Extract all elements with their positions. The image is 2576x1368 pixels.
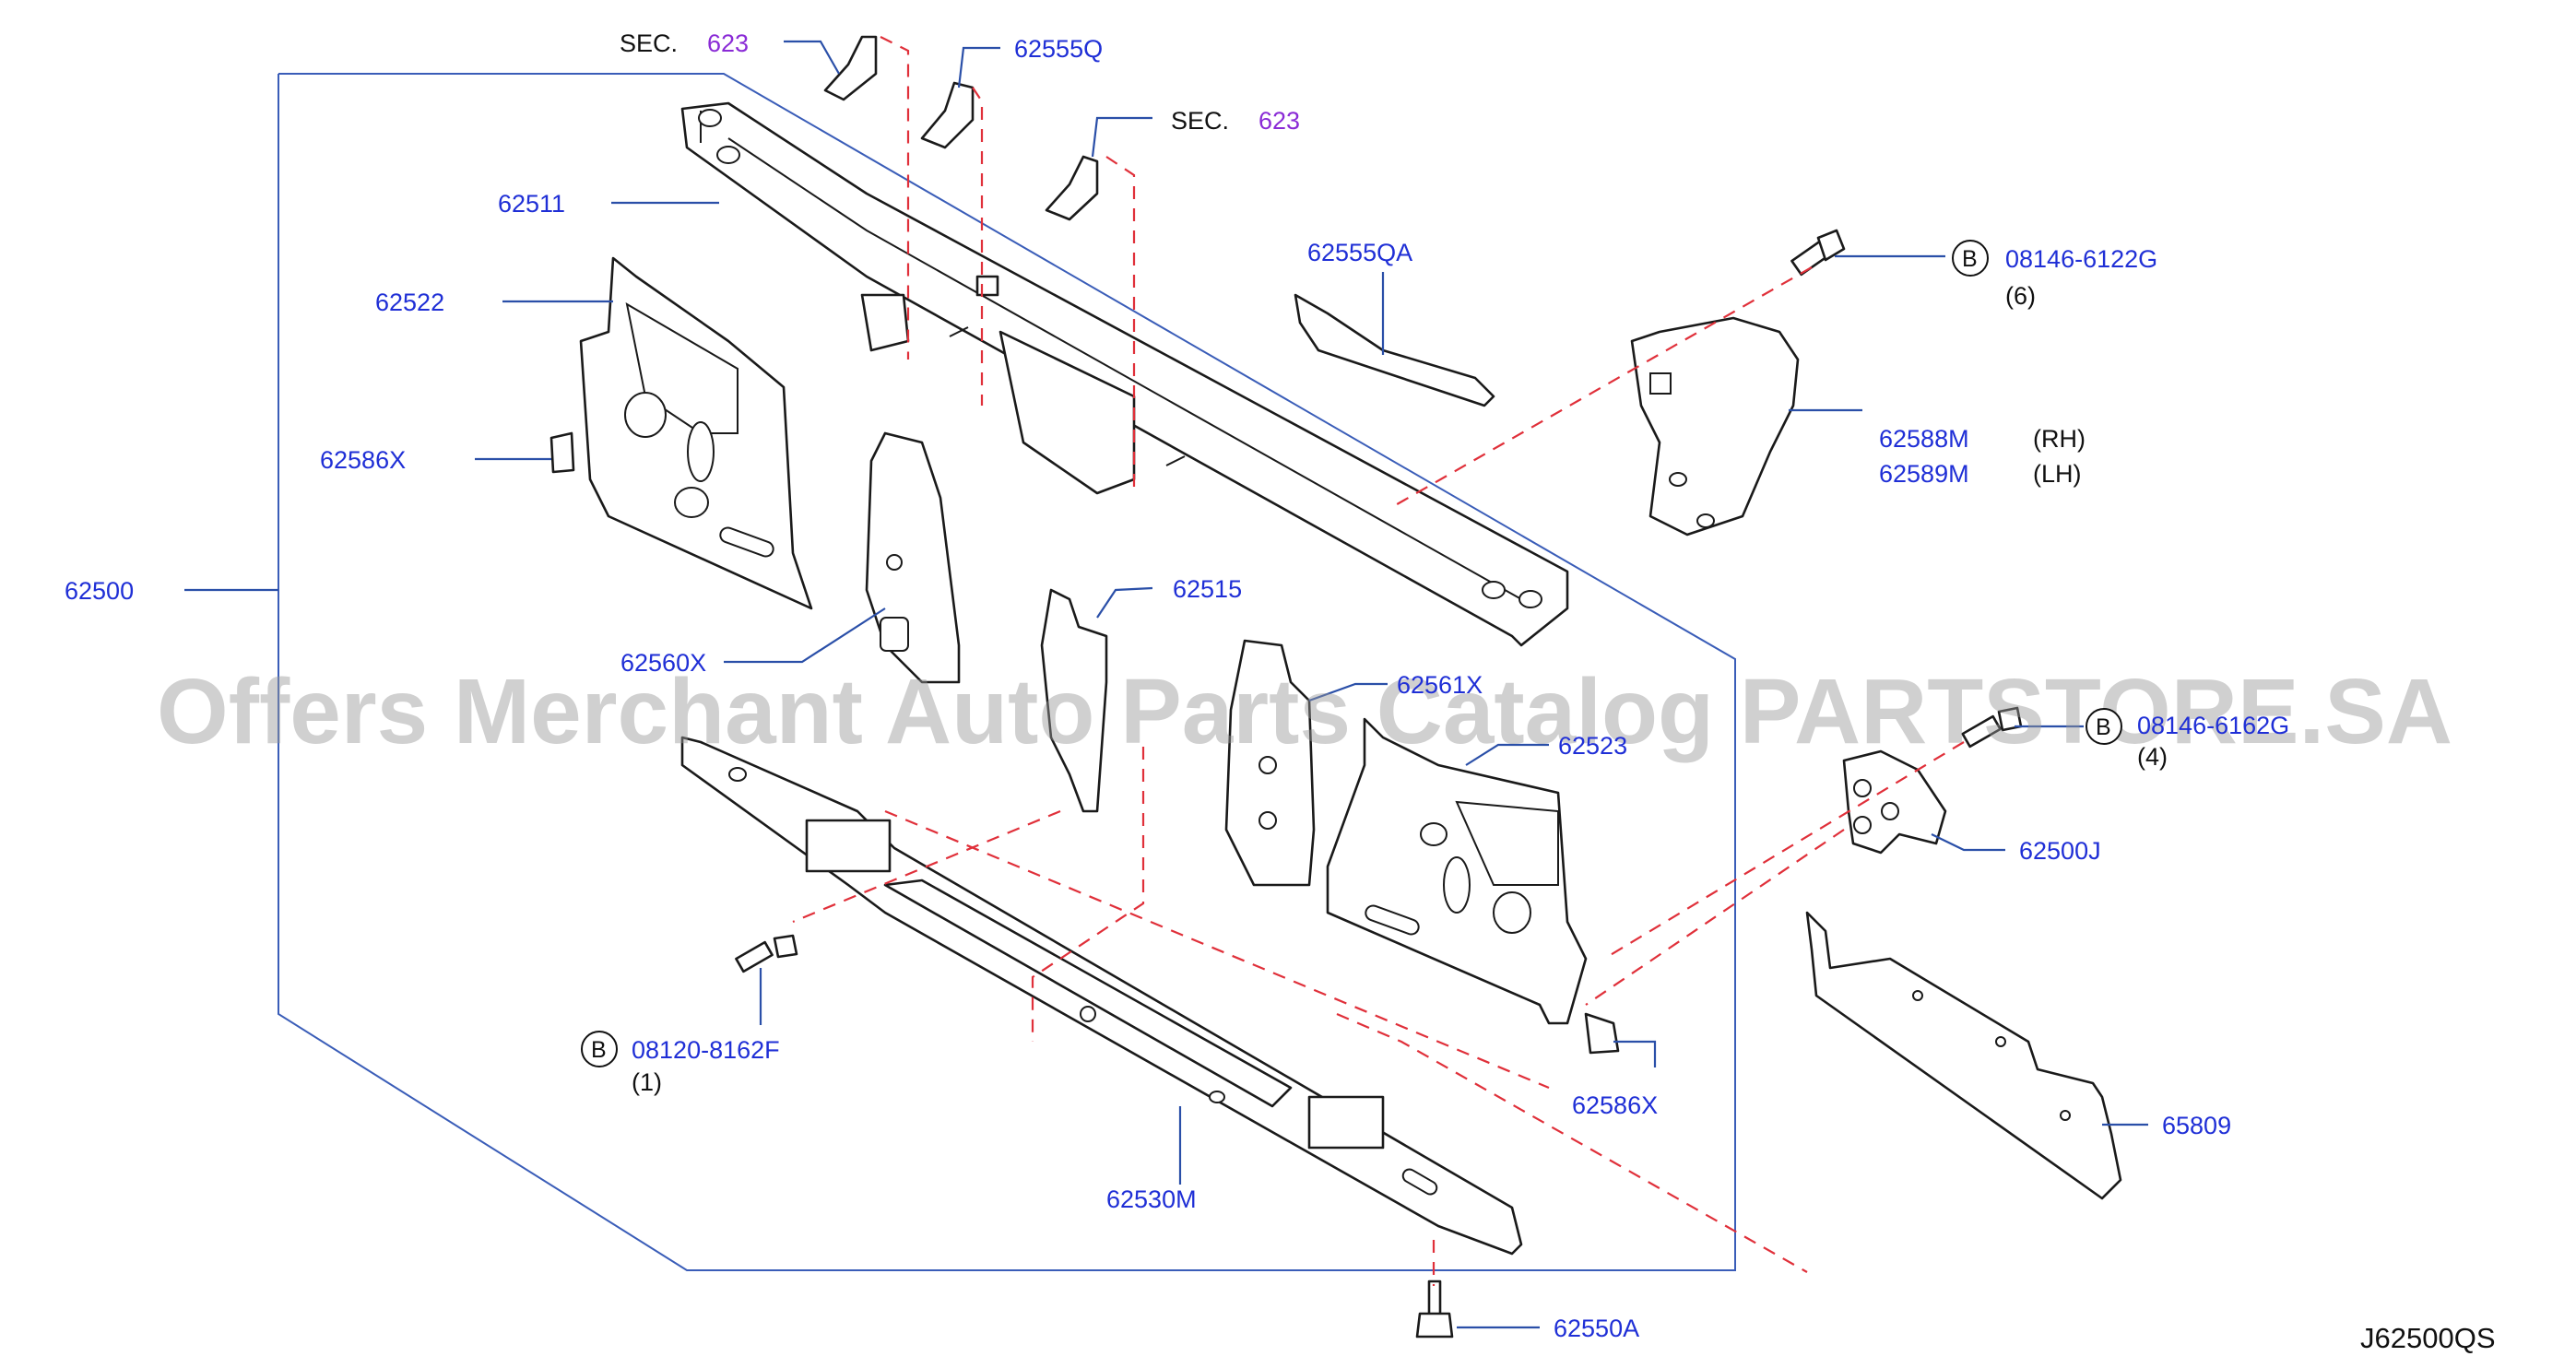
label-62586X-left[interactable]: 62586X [320, 446, 406, 474]
bolt-callout-08120-8162F[interactable]: B 08120-8162F (1) [581, 1031, 780, 1096]
bolt-62550A[interactable] [1415, 1280, 1454, 1339]
label-62586X-right[interactable]: 62586X [1572, 1091, 1658, 1119]
label-62522[interactable]: 62522 [375, 289, 444, 316]
bracket-62586X-left[interactable] [549, 431, 575, 474]
label-lh: (LH) [2033, 460, 2082, 488]
bolt-part-number[interactable]: 08120-8162F [632, 1036, 780, 1064]
phantom-lines [792, 36, 1965, 1286]
section-ref-2[interactable]: SEC. 623 [1171, 107, 1300, 135]
pillar-62560X[interactable] [865, 431, 961, 684]
bolt-callout-08146-6122G[interactable]: B 08146-6122G (6) [1952, 240, 2157, 310]
label-62523[interactable]: 62523 [1558, 732, 1627, 760]
label-62500[interactable]: 62500 [65, 577, 134, 605]
label-62515[interactable]: 62515 [1173, 575, 1242, 603]
bracket-62500J[interactable] [1842, 749, 1947, 855]
label-62500J[interactable]: 62500J [2019, 837, 2101, 865]
stay-62515[interactable] [1040, 588, 1108, 813]
bolt-08120-8162F[interactable] [735, 934, 798, 973]
bolt-quantity: (4) [2137, 743, 2168, 771]
label-62511[interactable]: 62511 [498, 190, 565, 218]
section-number[interactable]: 623 [707, 29, 749, 57]
bolt-quantity: (6) [2005, 282, 2036, 310]
bracket-62586X-right[interactable] [1584, 1012, 1620, 1055]
section-prefix: SEC. [620, 29, 678, 57]
section-prefix: SEC. [1171, 107, 1229, 135]
label-62555QA[interactable]: 62555QA [1307, 239, 1412, 266]
plate-65809[interactable] [1805, 911, 2122, 1200]
bolt-part-number[interactable]: 08146-6162G [2137, 712, 2289, 739]
diagram-code: J62500QS [2360, 1322, 2496, 1354]
bolt-part-number[interactable]: 08146-6122G [2005, 245, 2157, 273]
label-62589M[interactable]: 62589M [1879, 460, 1969, 488]
section-ref-1[interactable]: SEC. 623 [620, 29, 749, 57]
label-62560X[interactable]: 62560X [620, 649, 706, 677]
label-62530M[interactable]: 62530M [1106, 1185, 1197, 1213]
label-62555Q[interactable]: 62555Q [1014, 35, 1103, 63]
side-panel-62522[interactable] [579, 256, 813, 610]
label-65809[interactable]: 65809 [2162, 1112, 2231, 1139]
bolt-08146-6122G[interactable] [1790, 229, 1846, 277]
bolt-type-letter: B [2096, 714, 2111, 740]
bracket-62555Q[interactable] [920, 81, 975, 149]
reinforcement-62555QA[interactable] [1294, 293, 1495, 407]
watermark: Offers Merchant Auto Parts Catalog PARTS… [157, 660, 2452, 763]
mount-62588M-62589M[interactable] [1630, 316, 1800, 537]
side-panel-62523[interactable] [1326, 717, 1588, 1025]
label-rh: (RH) [2033, 425, 2086, 453]
label-62561X[interactable]: 62561X [1397, 671, 1483, 699]
bolt-type-letter: B [1962, 246, 1978, 272]
bolt-quantity: (1) [632, 1068, 662, 1096]
assembly-frame [278, 73, 1736, 1271]
bracket-sec623-a[interactable] [823, 35, 878, 101]
bolt-type-letter: B [591, 1037, 607, 1063]
label-62550A[interactable]: 62550A [1554, 1315, 1639, 1342]
lower-support-62530M[interactable] [680, 736, 1523, 1256]
label-62588M[interactable]: 62588M [1879, 425, 1969, 453]
leader-lines [184, 40, 2148, 1329]
bracket-sec623-b[interactable] [1045, 155, 1099, 221]
pillar-62561X[interactable] [1224, 639, 1316, 887]
bolt-callout-08146-6162G[interactable]: B 08146-6162G (4) [2086, 708, 2289, 771]
section-number[interactable]: 623 [1258, 107, 1300, 135]
